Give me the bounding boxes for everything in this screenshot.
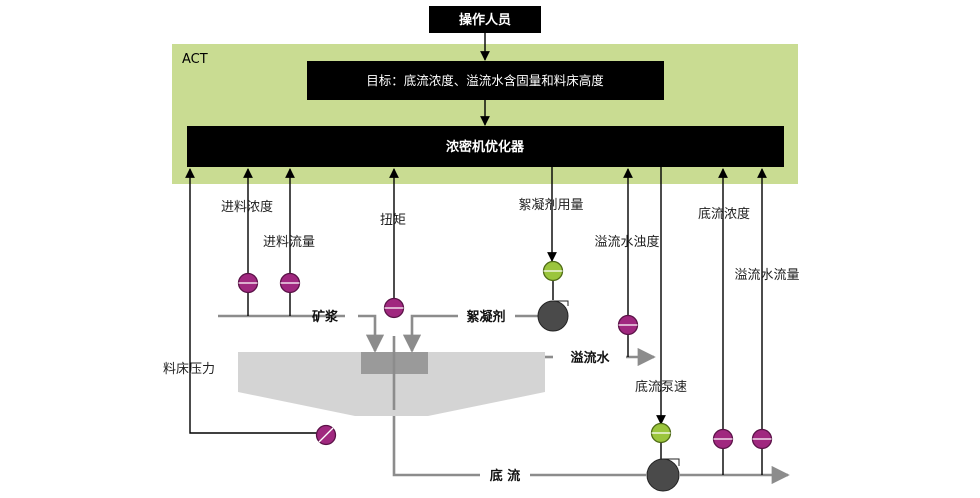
overflow-turbidity-sensor-icon <box>617 314 639 336</box>
underflow-density-sensor-icon <box>712 428 734 450</box>
underflow-pump-outlet <box>663 458 680 466</box>
flocculant-dosage-label: 絮凝剂用量 <box>518 197 583 213</box>
overflow-turbidity-label: 溢流水浊度 <box>594 234 659 250</box>
feed-flow-sensor-icon <box>279 272 301 294</box>
slurry-inlet-pipe <box>358 314 385 353</box>
underflow-pump-speed-label: 底流泵速 <box>635 379 687 395</box>
act-label: ACT <box>182 52 208 67</box>
optimizer-box <box>187 126 784 167</box>
feed-density-label: 进料浓度 <box>221 199 273 215</box>
feed-flow-label: 进料流量 <box>263 235 315 250</box>
bed-pressure-label: 料床压力 <box>163 362 215 377</box>
operator-label: 操作人员 <box>459 12 511 28</box>
objective-box <box>307 61 664 100</box>
slurry-label: 矿浆 <box>312 309 339 325</box>
overflow-label: 溢流水 <box>570 350 610 366</box>
flocculant-dosing-valve-icon <box>542 260 564 282</box>
bed-pressure-sensor-icon <box>315 424 337 446</box>
operator-box <box>429 6 541 33</box>
bed-pressure-signal <box>185 168 325 434</box>
torque-sensor-icon <box>383 297 405 319</box>
torque-label: 扭矩 <box>380 213 406 228</box>
flocculant-label: 絮凝剂 <box>466 309 505 325</box>
feed-density-sensor-icon <box>237 272 259 294</box>
flocculant-pump-outlet <box>553 300 569 306</box>
flocculant-inlet-pipe <box>402 314 458 353</box>
thickener-tank <box>238 352 545 416</box>
overflow-flow-sensor-icon <box>751 428 773 450</box>
flocculant-pump-icon <box>537 300 569 332</box>
overflow-flow-label: 溢流水流量 <box>734 268 799 283</box>
underflow-pump-speed-valve-icon <box>650 422 672 444</box>
underflow-pipe <box>392 416 480 477</box>
optimizer-label: 浓密机优化器 <box>446 139 525 155</box>
underflow-density-label: 底流浓度 <box>698 206 750 222</box>
objective-label: 目标：底流浓度、溢流水含固量和料床高度 <box>366 73 604 88</box>
underflow-label: 底 流 <box>490 468 521 484</box>
underflow-pump-icon <box>646 458 680 492</box>
